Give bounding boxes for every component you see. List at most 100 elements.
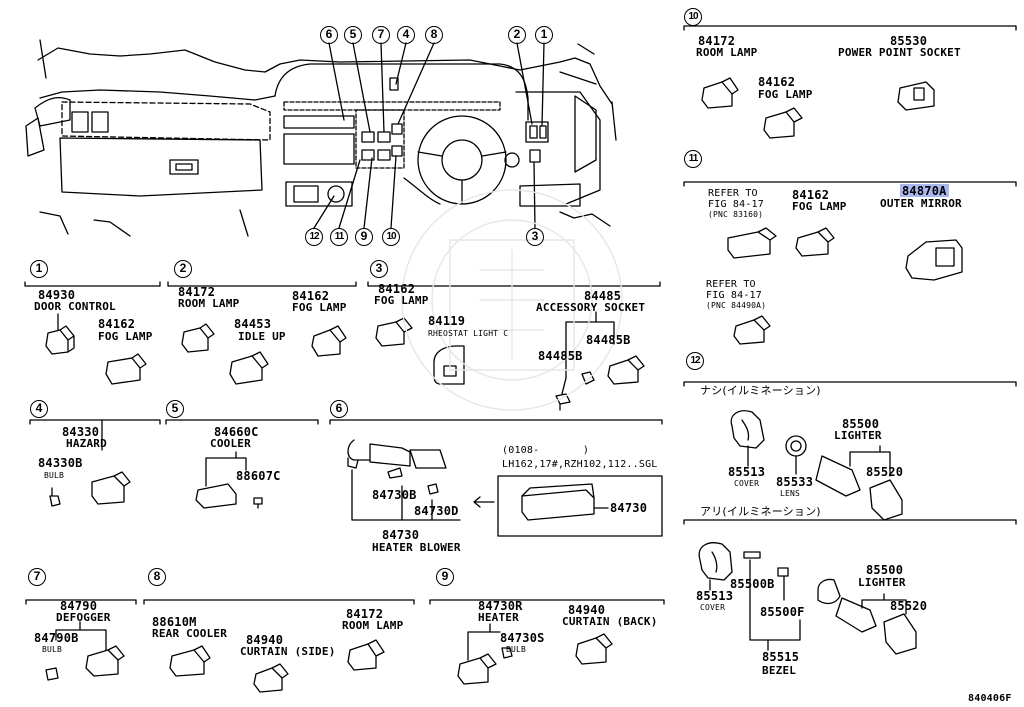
part-number: 84730: [382, 528, 420, 542]
group-4-drawing: [29, 419, 161, 507]
part-name: LIGHTER: [834, 429, 882, 442]
part-number: 85520: [890, 599, 928, 613]
part-number: 85515: [762, 650, 800, 664]
part-name: FOG LAMP: [98, 330, 153, 343]
part-number: 84730R: [478, 599, 523, 613]
part-number: 84660C: [214, 425, 259, 439]
refer-to-label: REFER TO: [708, 188, 758, 199]
part-name: COVER: [700, 603, 726, 612]
part-number: 84730D: [414, 504, 459, 518]
figure-reference: FIG 84-17: [706, 290, 762, 301]
callout-10: 10: [382, 228, 400, 246]
part-number: 85533: [776, 475, 814, 489]
refer-to-label: REFER TO: [706, 279, 756, 290]
dashboard-overview-drawing: [25, 39, 617, 237]
part-number: 85513: [696, 589, 734, 603]
group-3-badge: 3: [370, 260, 388, 278]
part-name: DOOR CONTROL: [34, 300, 116, 313]
group-4-badge: 4: [30, 400, 48, 418]
pnc-reference: (PNC 83160): [708, 210, 764, 219]
group-6-drawing: [329, 419, 663, 537]
part-number: 85500B: [730, 577, 775, 591]
group-5-badge: 5: [166, 400, 184, 418]
part-name: ACCESSORY SOCKET: [536, 301, 646, 314]
part-number: 85500F: [760, 605, 805, 619]
part-name: LENS: [780, 489, 801, 498]
part-number: 84172: [698, 34, 736, 48]
group-10-badge: 10: [684, 8, 702, 26]
callout-7: 7: [372, 26, 390, 44]
part-number: 84940: [246, 633, 284, 647]
part-name: FOG LAMP: [758, 88, 813, 101]
part-name: DEFOGGER: [56, 611, 111, 624]
highlighted-part-number[interactable]: 84870A: [900, 184, 949, 198]
callout-3: 3: [526, 228, 544, 246]
part-name: HAZARD: [66, 437, 107, 450]
part-name: CURTAIN (SIDE): [240, 645, 336, 658]
group-11-badge: 11: [684, 150, 702, 168]
part-number: 84730: [610, 501, 648, 515]
part-number: 84790: [60, 599, 98, 613]
callout-1: 1: [535, 26, 553, 44]
part-number: 84162: [292, 289, 330, 303]
applicability-note-date: (0108- ): [502, 445, 590, 456]
part-number: 84172: [346, 607, 384, 621]
part-name: COOLER: [210, 437, 251, 450]
subgroup-title-without-illumination: ナシ(イルミネーション): [700, 384, 821, 397]
figure-code: 840406F: [968, 693, 1012, 704]
part-name: FOG LAMP: [374, 294, 429, 307]
part-number: 84330B: [38, 456, 83, 470]
part-name: IDLE UP: [238, 330, 286, 343]
group-12-badge: 12: [686, 352, 704, 370]
part-name: BEZEL: [762, 664, 797, 677]
group-2-drawing: [167, 281, 357, 385]
group-2-badge: 2: [174, 260, 192, 278]
pnc-reference: (PNC 84490A): [706, 301, 767, 310]
group-9-badge: 9: [436, 568, 454, 586]
group-1-drawing: [24, 281, 161, 385]
group-8-drawing: [143, 599, 415, 693]
part-number: 85500: [866, 563, 904, 577]
part-name: LIGHTER: [858, 576, 906, 589]
part-number: 84930: [38, 288, 76, 302]
part-number: 84485: [584, 289, 622, 303]
part-name: ROOM LAMP: [342, 619, 404, 632]
callout-12: 12: [305, 228, 323, 246]
part-number: 84485B: [538, 349, 583, 363]
part-name: FOG LAMP: [292, 301, 347, 314]
part-name: ROOM LAMP: [178, 297, 240, 310]
part-number: 84119: [428, 314, 466, 328]
part-number: 84730S: [500, 631, 545, 645]
applicability-note-models: LH162,17#,RZH102,112..SGL: [502, 459, 658, 470]
part-number: 84790B: [34, 631, 79, 645]
part-name: BULB: [42, 645, 63, 654]
part-number: 84172: [178, 285, 216, 299]
group-7-drawing: [25, 599, 137, 681]
part-name: CURTAIN (BACK): [562, 615, 658, 628]
part-name: OUTER MIRROR: [880, 197, 962, 210]
group-3-drawing: [367, 281, 661, 411]
part-number: 84940: [568, 603, 606, 617]
part-number: 84162: [758, 75, 796, 89]
part-number: 84162: [98, 317, 136, 331]
group-10-drawing: [683, 25, 1017, 139]
callout-2: 2: [508, 26, 526, 44]
part-number: 88610M: [152, 615, 197, 629]
part-number: 84330: [62, 425, 100, 439]
part-name: COVER: [734, 479, 760, 488]
part-name: HEATER: [478, 611, 519, 624]
part-name: FOG LAMP: [792, 200, 847, 213]
group-5-drawing: [165, 419, 319, 509]
part-number: 88607C: [236, 469, 281, 483]
part-number: 85520: [866, 465, 904, 479]
callout-4: 4: [397, 26, 415, 44]
subgroup-title-with-illumination: アリ(イルミネーション): [700, 505, 821, 518]
part-name: REAR COOLER: [152, 627, 228, 640]
callout-9: 9: [355, 228, 373, 246]
part-number: 85530: [890, 34, 928, 48]
part-number: 84162: [792, 188, 830, 202]
group-9-drawing: [429, 599, 665, 685]
part-name: POWER POINT SOCKET: [838, 46, 961, 59]
